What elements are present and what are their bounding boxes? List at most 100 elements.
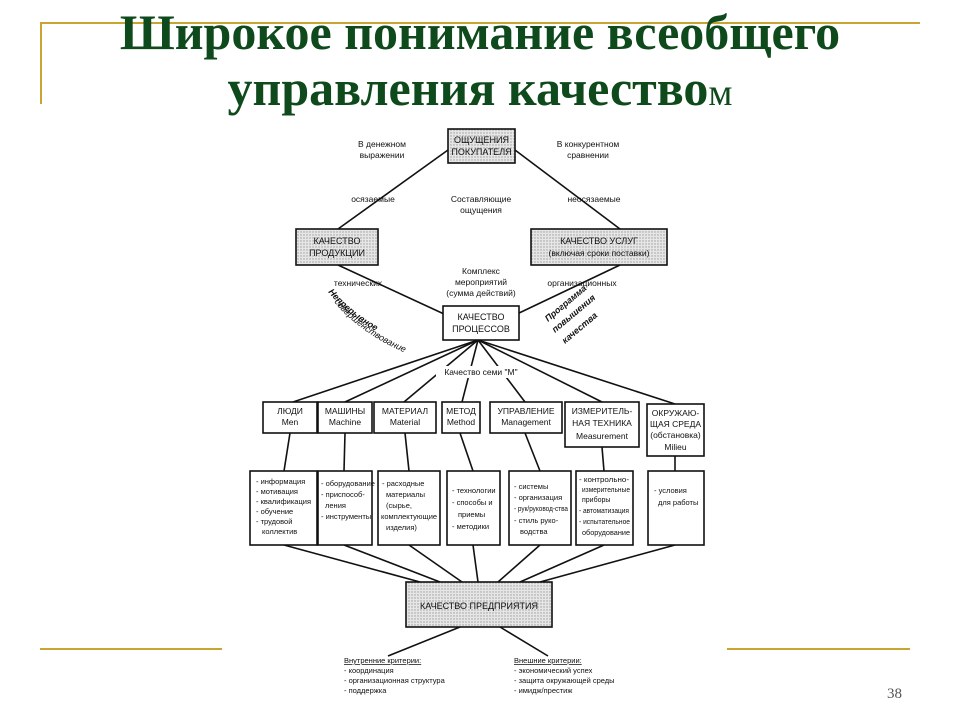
detail-measurement-3: приборы: [582, 496, 610, 504]
label-seven-m: Качество семи "М": [444, 367, 517, 377]
detail-men-5: - трудовой: [256, 517, 292, 526]
box-process-quality-line1: КАЧЕСТВО: [458, 312, 505, 322]
detail-material-5: изделия): [386, 523, 417, 532]
title-line-2-tail: м: [708, 72, 733, 114]
m-box-machine: МАШИНЫ Machine: [317, 401, 373, 434]
detail-machine-1: - оборудование: [321, 479, 375, 488]
detail-material-2: материалы: [386, 490, 425, 499]
title-line-2-main: управления качество: [227, 60, 709, 116]
detail-method-4: - методики: [452, 522, 489, 531]
detail-milieu-1: - условия: [654, 486, 687, 495]
note-monetary-1: В денежном: [358, 139, 406, 149]
detail-method-2: - способы и: [452, 498, 493, 507]
slide-title: Широкое понимание всеобщего управления к…: [0, 4, 960, 118]
detail-material-4: комплектующие: [381, 512, 437, 521]
label-tangible: осязаемые: [351, 194, 395, 204]
detail-men-1: - информация: [256, 477, 305, 486]
m-box-milieu-l2: ЩАЯ СРЕДА: [650, 419, 701, 429]
external-criteria-3: - имидж/престиж: [514, 686, 572, 695]
box-service-quality-line2: (включая сроки поставки): [549, 248, 650, 258]
detail-box-machine: - оборудование - приспособ- ления - инст…: [317, 470, 375, 546]
internal-criteria-2: - организационная структура: [344, 676, 446, 685]
detail-box-management: - системы - организация - рук/руковод-ст…: [508, 470, 572, 546]
title-line-2: управления качеством: [0, 60, 960, 118]
note-complex-2: мероприятий: [455, 277, 507, 287]
m-box-men: ЛЮДИ Men: [262, 401, 318, 434]
detail-box-men: - информация - мотивация - квалификация …: [249, 470, 318, 546]
detail-measurement-6: оборудование: [582, 529, 630, 537]
m-box-method: МЕТОД Method: [441, 401, 481, 434]
note-monetary-2: выражении: [360, 150, 405, 160]
detail-material-1: - расходные: [382, 479, 424, 488]
detail-men-3: - квалификация: [256, 497, 311, 506]
m-box-milieu-l3: (обстановка): [650, 430, 701, 440]
box-process-quality-line2: ПРОЦЕССОВ: [452, 324, 510, 334]
detail-method-1: - технологии: [452, 486, 496, 495]
m-box-method-l2: Method: [447, 417, 476, 427]
label-technical: технических: [334, 278, 383, 288]
note-competitive-1: В конкурентном: [557, 139, 620, 149]
internal-criteria: Внутренние критерии: - координация - орг…: [344, 656, 446, 695]
external-criteria: Внешние критерии: - экономический успех …: [514, 656, 615, 695]
m-box-machine-l2: Machine: [329, 417, 361, 427]
m-box-men-l2: Men: [282, 417, 299, 427]
m-box-management-l1: УПРАВЛЕНИЕ: [497, 406, 554, 416]
box-enterprise-quality: КАЧЕСТВО ПРЕДПРИЯТИЯ: [405, 581, 553, 628]
decor-bottom-right: [727, 648, 910, 650]
box-product-quality-line2: ПРОДУКЦИИ: [309, 248, 365, 258]
detail-management-2: - организация: [514, 493, 562, 502]
detail-measurement-5: - испытательное: [579, 519, 630, 526]
m-box-machine-l1: МАШИНЫ: [325, 406, 365, 416]
box-enterprise-quality-label: КАЧЕСТВО ПРЕДПРИЯТИЯ: [420, 601, 538, 611]
detail-management-3: - рук/руковод-ства: [514, 506, 568, 513]
m-box-milieu-l4: Milieu: [664, 442, 686, 452]
m-box-measurement: ИЗМЕРИТЕЛЬ- НАЯ ТЕХНИКА Measurement: [564, 401, 640, 448]
m-box-material: МАТЕРИАЛ Material: [373, 401, 437, 434]
connector-lines: [283, 149, 676, 657]
arc-quality-program: Программа повышения качества: [543, 283, 599, 346]
m-box-measurement-l2: НАЯ ТЕХНИКА: [572, 418, 632, 428]
detail-box-measurement: - контрольно- измерительные приборы - ав…: [575, 470, 634, 546]
page-number: 38: [887, 686, 902, 702]
detail-men-2: - мотивация: [256, 487, 298, 496]
note-competitive-2: сравнении: [567, 150, 609, 160]
external-criteria-title: Внешние критерии:: [514, 656, 582, 665]
note-components-2: ощущения: [460, 205, 502, 215]
m-box-management: УПРАВЛЕНИЕ Management: [489, 401, 563, 434]
box-customer-perception: ОЩУЩЕНИЯ ПОКУПАТЕЛЯ: [447, 128, 516, 164]
m-box-material-l1: МАТЕРИАЛ: [382, 406, 428, 416]
detail-measurement-1: - контрольно-: [579, 477, 630, 484]
note-complex-1: Комплекс: [462, 266, 501, 276]
arc-continuous-2: совершенствование: [332, 297, 407, 355]
detail-machine-3: ления: [325, 501, 346, 510]
m-box-milieu-l1: ОКРУЖАЮ-: [652, 408, 700, 418]
m-box-material-l2: Material: [390, 417, 420, 427]
title-area: Широкое понимание всеобщего управления к…: [0, 0, 960, 118]
m-box-milieu: ОКРУЖАЮ- ЩАЯ СРЕДА (обстановка) Milieu: [646, 403, 705, 457]
m-box-management-l2: Management: [501, 417, 551, 427]
note-complex-3: (сумма действий): [446, 288, 516, 298]
decor-bottom-left: [40, 648, 222, 650]
detail-management-5: водства: [520, 527, 548, 536]
decor-horizontal-top: [40, 22, 920, 24]
m-box-measurement-l3: Measurement: [576, 431, 629, 441]
detail-management-1: - системы: [514, 482, 548, 491]
detail-box-milieu: - условия для работы: [647, 470, 705, 546]
title-line-1: Широкое понимание всеобщего: [119, 4, 841, 60]
arc-continuous-improvement-2: совершенствование: [332, 297, 407, 355]
decor-vertical-left: [40, 22, 42, 104]
box-service-quality-line1: КАЧЕСТВО УСЛУГ: [560, 236, 638, 246]
note-components-1: Составляющие: [451, 194, 512, 204]
detail-management-4: - стиль руко-: [514, 516, 559, 525]
external-criteria-2: - защита окружающей среды: [514, 676, 615, 685]
external-criteria-1: - экономический успех: [514, 666, 593, 675]
m-box-men-l1: ЛЮДИ: [277, 406, 303, 416]
detail-machine-4: - инструменты: [321, 512, 371, 521]
label-organizational: организационных: [547, 278, 617, 288]
detail-measurement-4: - автоматизация: [579, 508, 629, 515]
internal-criteria-1: - координация: [344, 666, 394, 675]
box-customer-perception-line2: ПОКУПАТЕЛЯ: [451, 147, 511, 157]
box-customer-perception-line1: ОЩУЩЕНИЯ: [454, 135, 509, 145]
box-process-quality: КАЧЕСТВО ПРОЦЕССОВ: [442, 305, 520, 341]
